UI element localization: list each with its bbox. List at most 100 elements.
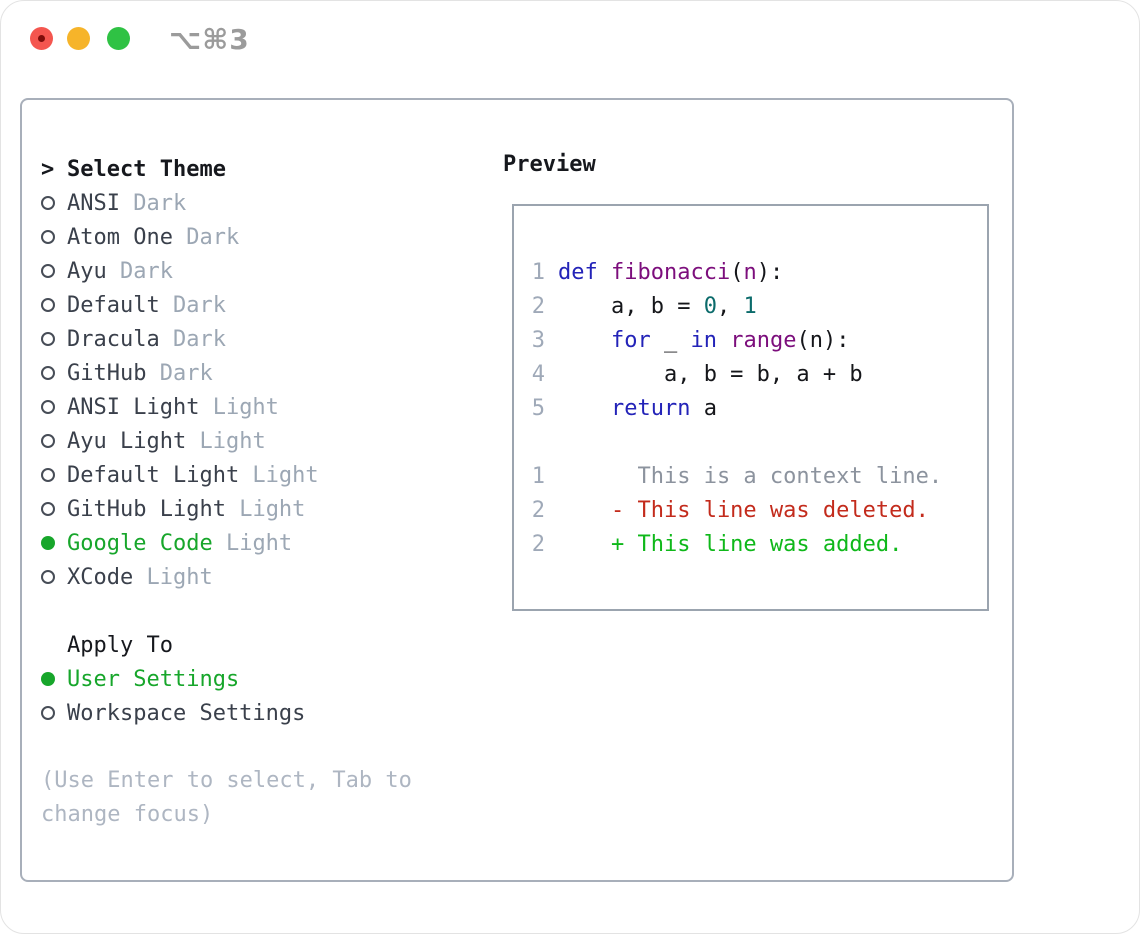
- theme-option-xcode-light[interactable]: XCode Light: [41, 560, 481, 594]
- code-token-pln: [558, 396, 611, 421]
- theme-option-google-code-light[interactable]: Google Code Light: [41, 526, 481, 560]
- code-token-kw: in: [690, 327, 717, 353]
- theme-variant: Dark: [106, 258, 173, 284]
- apply-option-label: Workspace Settings: [67, 700, 306, 726]
- bullet-slot: [41, 672, 67, 686]
- code-token-add: + This line was added.: [558, 531, 903, 557]
- window-titlebar: ⌥⌘3: [1, 1, 1139, 73]
- code-line: 5 return a: [531, 391, 987, 425]
- line-number: 4: [531, 361, 545, 387]
- theme-name: Dracula: [67, 326, 160, 352]
- theme-option-default-dark[interactable]: Default Dark: [41, 288, 481, 322]
- zoom-button[interactable]: [107, 27, 130, 50]
- apply-to-title: Apply To: [67, 632, 173, 658]
- line-number: 5: [531, 395, 545, 421]
- code-token-kw: return: [610, 395, 691, 421]
- theme-name: Default Light: [67, 462, 240, 488]
- code-token-pln: a, b = b, a + b: [558, 361, 863, 387]
- theme-name: ANSI Light: [67, 394, 200, 420]
- cursor-icon: >: [41, 156, 55, 182]
- select-theme-header: > Select Theme: [41, 152, 481, 186]
- apply-option-user-settings[interactable]: User Settings: [41, 662, 481, 696]
- line-number: 3: [531, 327, 545, 353]
- theme-option-ayu-dark[interactable]: Ayu Dark: [41, 254, 481, 288]
- code-token-pln: ):: [756, 259, 784, 285]
- bullet-slot: [41, 570, 67, 584]
- code-token-pln: [717, 328, 730, 353]
- theme-option-atom-one-dark[interactable]: Atom One Dark: [41, 220, 481, 254]
- bullet-slot: [41, 264, 67, 278]
- theme-name: XCode: [67, 564, 134, 590]
- close-button[interactable]: [30, 27, 53, 50]
- code-line: 2 a, b = 0, 1: [531, 289, 987, 323]
- theme-variant: Dark: [159, 292, 226, 318]
- theme-name: Atom One: [67, 224, 173, 250]
- radio-icon: [41, 400, 55, 414]
- theme-option-ayu-light-light[interactable]: Ayu Light Light: [41, 424, 481, 458]
- theme-variant: Dark: [172, 224, 240, 250]
- theme-name: Default: [67, 292, 160, 318]
- code-line: 1 This is a context line.: [531, 459, 987, 493]
- bullet-slot: [41, 706, 67, 720]
- code-token-lit: 1: [743, 293, 757, 319]
- bullet-slot: [41, 400, 67, 414]
- theme-option-ansi-light-light[interactable]: ANSI Light Light: [41, 390, 481, 424]
- code-token-typ: range: [730, 327, 797, 353]
- theme-option-dracula-dark[interactable]: Dracula Dark: [41, 322, 481, 356]
- radio-icon: [41, 264, 55, 278]
- code-token-lit: 0: [703, 293, 717, 319]
- code-token-pln: [558, 328, 611, 353]
- bullet-slot: [41, 366, 67, 380]
- radio-icon: [41, 502, 55, 516]
- close-dot-icon: [38, 35, 45, 42]
- bullet-slot: [41, 332, 67, 346]
- code-token-del: - This line was deleted.: [558, 497, 929, 523]
- help-hint-text: (Use Enter to select, Tab to change focu…: [41, 768, 412, 827]
- theme-option-github-dark[interactable]: GitHub Dark: [41, 356, 481, 390]
- code-token-pln: a, b =: [558, 293, 704, 319]
- radio-selected-icon: [41, 536, 55, 550]
- radio-icon: [41, 196, 55, 210]
- theme-option-default-light-light[interactable]: Default Light Light: [41, 458, 481, 492]
- radio-icon: [41, 298, 55, 312]
- apply-option-workspace-settings[interactable]: Workspace Settings: [41, 696, 481, 730]
- radio-icon: [41, 468, 55, 482]
- bullet-slot: [41, 468, 67, 482]
- apply-option-label: User Settings: [67, 666, 240, 692]
- line-number: 2: [531, 497, 545, 523]
- bullet-slot: [41, 434, 67, 448]
- code-line: 2 - This line was deleted.: [531, 493, 987, 527]
- spacer-row: [41, 594, 481, 628]
- code-token-kw: def: [558, 259, 598, 285]
- line-number: 2: [531, 293, 545, 319]
- radio-icon: [41, 570, 55, 584]
- code-token-pln: _: [650, 327, 691, 353]
- radio-icon: [41, 230, 55, 244]
- theme-name: Ayu Light: [67, 428, 187, 454]
- preview-title: Preview: [503, 152, 596, 177]
- theme-option-ansi-dark[interactable]: ANSI Dark: [41, 186, 481, 220]
- bullet-slot: [41, 298, 67, 312]
- select-theme-title: Select Theme: [67, 156, 226, 182]
- code-token-pln: [598, 260, 611, 285]
- code-token-pln: (: [730, 259, 744, 285]
- theme-variant: Dark: [159, 326, 226, 352]
- radio-icon: [41, 706, 55, 720]
- theme-option-github-light-light[interactable]: GitHub Light Light: [41, 492, 481, 526]
- theme-variant: Light: [225, 496, 306, 522]
- theme-name: Google Code: [67, 530, 213, 556]
- apply-to-header: Apply To: [41, 628, 481, 662]
- line-number: 1: [531, 259, 545, 285]
- theme-variant: Dark: [146, 360, 213, 386]
- code-token-pln: a: [690, 395, 717, 421]
- minimize-button[interactable]: [67, 27, 90, 50]
- window-title: ⌥⌘3: [169, 23, 250, 56]
- theme-variant: Dark: [119, 190, 187, 216]
- code-token-pln: ,: [716, 293, 744, 319]
- radio-icon: [41, 366, 55, 380]
- bullet-slot: [41, 230, 67, 244]
